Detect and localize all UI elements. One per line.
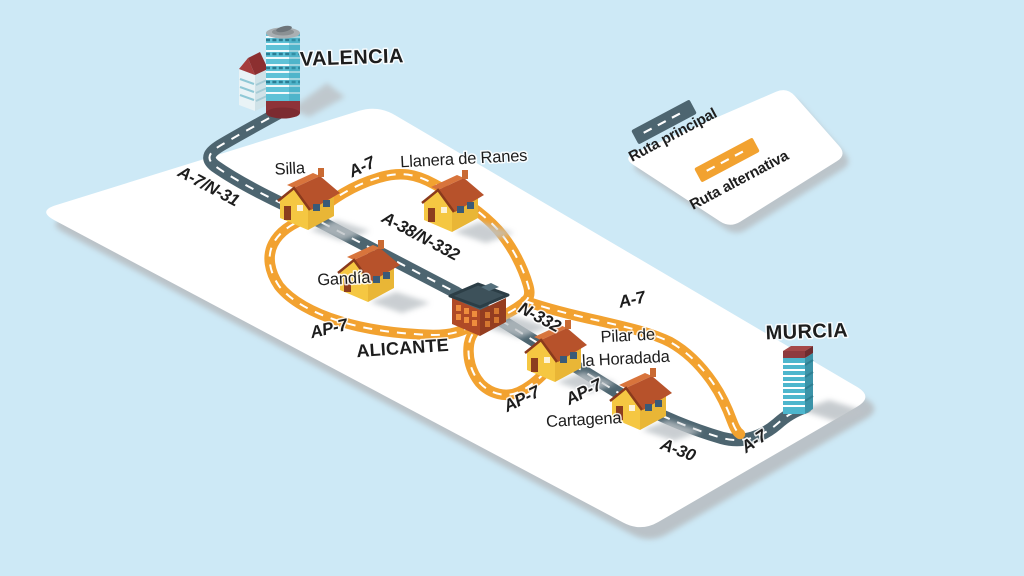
- city-label-valencia: VALENCIA: [299, 45, 404, 71]
- main-route-legend-icon: [631, 100, 697, 144]
- town-label-silla: Silla: [274, 159, 306, 179]
- city-tower-icon-valencia: [239, 25, 345, 119]
- legend-card: Ruta principal Ruta alternativa: [626, 90, 849, 233]
- city-tower-icon-murcia: [783, 346, 867, 422]
- town-label-pilar-line1: Pilar de: [600, 326, 655, 347]
- city-label-murcia: MURCIA: [765, 320, 848, 345]
- industrial-building-icon-alicante: [448, 282, 549, 338]
- alt-route-legend-icon: [694, 138, 760, 182]
- town-label-gandia: Gandía: [317, 269, 372, 290]
